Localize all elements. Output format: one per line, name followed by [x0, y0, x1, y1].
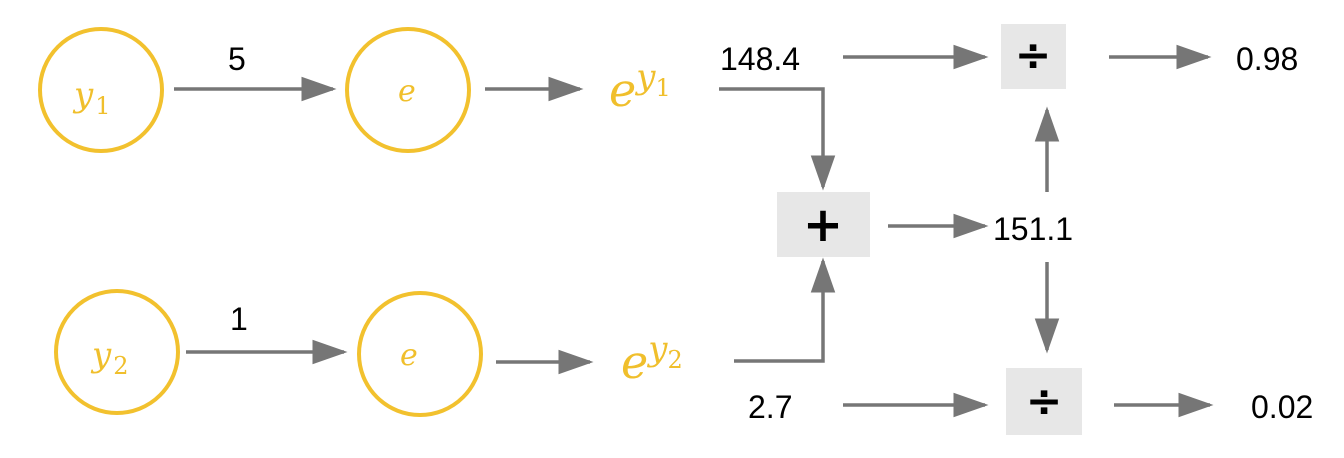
- exp-output-2-base: e: [621, 335, 648, 389]
- input-y1-subscript: 1: [95, 92, 110, 120]
- exp-node-2-label: e: [400, 338, 418, 373]
- divide-operator-bottom: ÷: [1006, 368, 1082, 435]
- input-node-y1: y1: [38, 27, 164, 153]
- exp-node-1-label: e: [398, 74, 416, 109]
- exp-output-1: ey1: [609, 57, 671, 117]
- edge-label-exp-2: 2.7: [748, 389, 792, 425]
- exp-node-1: e: [345, 27, 471, 153]
- sum-symbol: +: [803, 197, 843, 253]
- exp-node-2: e: [357, 291, 483, 417]
- divide-operator-top: ÷: [1001, 24, 1066, 89]
- edge-label-input-2: 1: [230, 301, 248, 337]
- edge-label-input-1: 5: [228, 41, 246, 77]
- input-y1-base: y: [72, 75, 94, 115]
- input-node-y2: y2: [54, 289, 180, 415]
- output-1-value: 0.98: [1236, 41, 1298, 77]
- edge-label-exp-1: 148.4: [720, 41, 800, 77]
- exp-output-2-sup-base: y: [646, 329, 668, 369]
- edge-exp-output-2-to-sum: [734, 257, 836, 363]
- output-2-value: 0.02: [1251, 389, 1313, 425]
- svg-text:y2: y2: [90, 335, 129, 380]
- exp-output-2-sup-sub: 2: [667, 346, 682, 374]
- exp-output-1-sup-base: y: [634, 57, 656, 97]
- divide-top-symbol: ÷: [1015, 30, 1052, 81]
- input-y2-base: y: [90, 335, 112, 375]
- sum-operator: +: [777, 192, 870, 257]
- input-y2-subscript: 2: [113, 352, 128, 380]
- edge-exp-output-1-to-sum: [719, 87, 836, 191]
- divide-bottom-symbol: ÷: [1026, 376, 1063, 427]
- sum-value: 151.1: [993, 211, 1073, 247]
- exp-output-1-sup-sub: 1: [655, 74, 670, 102]
- exp-output-1-base: e: [609, 63, 636, 117]
- svg-text:y1: y1: [72, 75, 111, 120]
- exp-output-2: ey2: [621, 329, 683, 389]
